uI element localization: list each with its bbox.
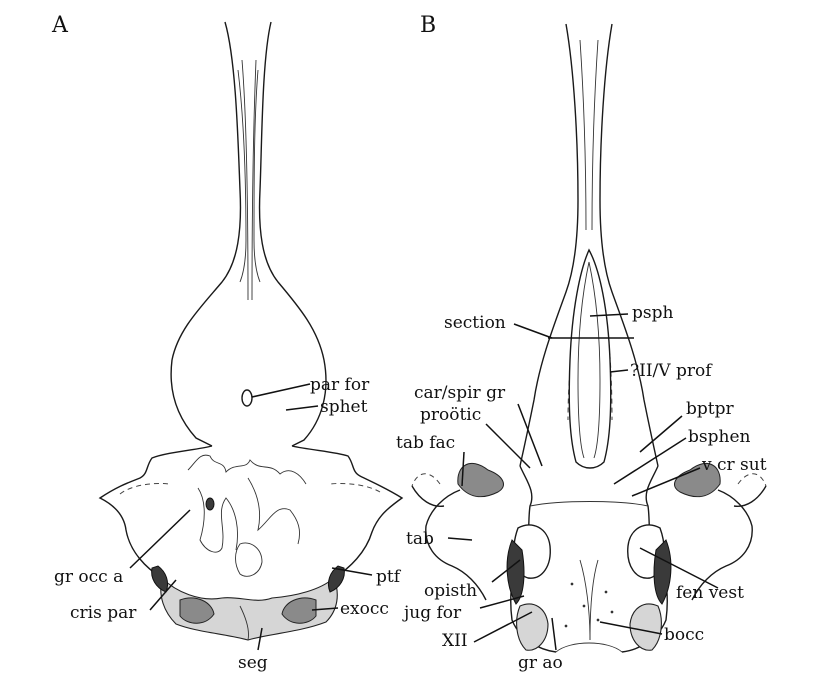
leader-exocc	[311, 607, 339, 611]
panel-b-letter: B	[420, 13, 436, 38]
leader-bptpr	[639, 415, 683, 453]
leader-bsphen	[613, 437, 687, 485]
leader-jug-for	[479, 595, 525, 609]
label-bocc: bocc	[664, 625, 704, 645]
label-prootic: proötic	[420, 405, 481, 425]
label-cris-par: cris par	[70, 603, 137, 623]
label-bsphen: bsphen	[688, 427, 750, 447]
leader-tab-fac	[461, 451, 465, 487]
leader-seg	[257, 627, 263, 651]
leader-cris-par	[149, 579, 177, 611]
leader-xii	[473, 611, 533, 643]
label-v-cr-sut: v cr sut	[701, 455, 767, 475]
label-par-for: par for	[310, 375, 370, 395]
label-bptpr: bptpr	[686, 399, 734, 419]
leader-ptf	[331, 567, 373, 576]
label-opisth: opisth	[424, 581, 477, 601]
leader-section	[513, 323, 553, 339]
leader-gr-occ-a	[129, 509, 191, 569]
label-xii: XII	[442, 631, 468, 651]
label-tab-fac: tab fac	[396, 433, 455, 453]
label-seg: seg	[238, 653, 268, 673]
label-ptf: ptf	[376, 567, 402, 587]
leader-fen-vest	[639, 547, 719, 589]
label-sphet: sphet	[320, 397, 368, 417]
label-exocc: exocc	[340, 599, 389, 619]
leader-car-spir-gr	[517, 403, 543, 467]
label-section: section	[444, 313, 506, 333]
leader-sphet	[285, 405, 319, 411]
label-gr-ao: gr ao	[518, 653, 563, 673]
leader-psph	[589, 313, 629, 317]
leader-prootic	[485, 423, 531, 469]
panel-b-skull-drawing	[411, 23, 767, 653]
label-fen-vest: fen vest	[676, 583, 744, 603]
label-tab: tab	[406, 529, 434, 549]
panel-a: A	[51, 13, 404, 673]
panel-b: B	[396, 13, 767, 673]
label-ii-v-prof: ?II/V prof	[630, 361, 713, 381]
leader-v-cr-sut	[631, 467, 701, 497]
leader-gr-ao	[551, 617, 557, 651]
panel-a-letter: A	[51, 13, 69, 38]
leader-ii-v-prof	[609, 369, 629, 373]
label-car-spir-gr: car/spir gr	[414, 383, 506, 403]
leader-opisth	[491, 559, 521, 583]
label-psph: psph	[632, 303, 673, 323]
label-jug-for: jug for	[402, 603, 462, 623]
leader-bocc	[599, 621, 663, 635]
leader-par-for	[251, 383, 311, 398]
label-gr-occ-a: gr occ a	[54, 567, 123, 587]
leader-tab	[447, 537, 473, 541]
panel-a-skull-drawing	[98, 21, 404, 641]
